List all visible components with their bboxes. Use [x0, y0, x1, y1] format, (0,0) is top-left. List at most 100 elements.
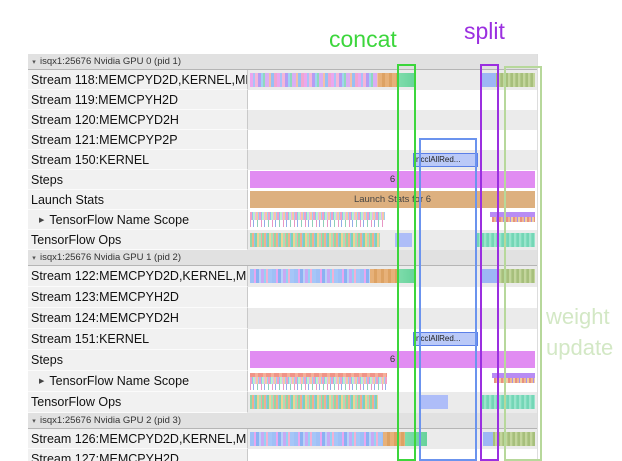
row-label-text: Stream 122:MEMCPYD2D,KERNEL,MI — [31, 269, 248, 283]
trace-event-segment[interactable] — [250, 384, 387, 390]
expand-arrow-icon[interactable]: ▶ — [39, 216, 45, 224]
row-label-steps: Steps — [28, 350, 248, 371]
steps-bar[interactable]: 6 — [250, 171, 535, 188]
row-label-stream: Stream 119:MEMCPYH2D — [28, 90, 248, 110]
row-timeline — [248, 429, 537, 449]
trace-event-segment[interactable] — [405, 432, 427, 446]
row-label-text: Launch Stats — [31, 192, 104, 207]
trace-event-segment[interactable] — [383, 432, 405, 446]
row-label-stream: Stream 127:MEMCPYH2D — [28, 449, 248, 461]
trace-event-segment[interactable] — [250, 395, 378, 409]
trace-event-segment[interactable] — [420, 395, 448, 409]
trace-event-segment[interactable] — [398, 269, 415, 283]
trace-row: TensorFlow Ops — [28, 392, 537, 413]
row-timeline — [248, 130, 537, 150]
row-label-stream: Stream 124:MEMCPYD2H — [28, 308, 248, 329]
nccl-region-box — [419, 138, 477, 461]
annotation-split-label: split — [464, 18, 505, 44]
row-timeline — [248, 287, 537, 308]
gpu-section-title: isqx1:25676 Nvidia GPU 2 (pid 3) — [40, 415, 181, 426]
row-label-text: Stream 118:MEMCPYD2D,KERNEL,ME — [31, 72, 248, 87]
steps-bar[interactable]: 6 — [250, 351, 535, 368]
trace-event-segment[interactable] — [250, 432, 383, 446]
trace-event-segment[interactable] — [250, 220, 385, 227]
trace-event-segment[interactable] — [250, 373, 387, 377]
trace-row: Stream 123:MEMCPYH2D — [28, 287, 537, 308]
trace-row: Stream 127:MEMCPYH2D — [28, 449, 537, 461]
row-label-ops: TensorFlow Ops — [28, 230, 248, 250]
trace-event-segment[interactable] — [250, 233, 380, 247]
row-label-namescope[interactable]: ▶ TensorFlow Name Scope — [28, 210, 248, 230]
nccl-allreduce-event-bar[interactable]: ncclAllRed... — [413, 153, 478, 167]
row-timeline — [248, 266, 537, 287]
row-label-text: Stream 151:KERNEL — [31, 332, 150, 346]
trace-row: TensorFlow Ops — [28, 230, 537, 250]
trace-event-segment[interactable] — [482, 73, 496, 87]
trace-event-segment[interactable] — [494, 378, 535, 383]
row-label-text: Stream 126:MEMCPYD2D,KERNEL,MI — [31, 431, 248, 446]
trace-event-segment[interactable] — [395, 233, 412, 247]
concat-region-box — [397, 64, 416, 461]
collapse-triangle-icon[interactable]: ▾ — [32, 254, 36, 262]
collapse-triangle-icon[interactable]: ▾ — [32, 417, 36, 425]
trace-event-segment[interactable] — [250, 73, 378, 87]
launch-stats-bar[interactable]: Launch Stats for 6 — [250, 191, 535, 208]
row-label-namescope[interactable]: ▶ TensorFlow Name Scope — [28, 371, 248, 392]
row-label-text: Stream 121:MEMCPYP2P — [31, 132, 178, 147]
collapse-triangle-icon[interactable]: ▾ — [32, 58, 36, 66]
trace-row: Launch Stats Launch Stats for 6 — [28, 190, 537, 210]
annotation-weight-update-label: weight update — [546, 304, 614, 360]
gpu-section-title: isqx1:25676 Nvidia GPU 0 (pid 1) — [40, 56, 181, 67]
trace-row: Stream 124:MEMCPYD2H — [28, 308, 537, 329]
trace-event-segment[interactable] — [493, 432, 535, 446]
trace-event-segment[interactable] — [492, 217, 535, 222]
trace-row: Stream 119:MEMCPYH2D — [28, 90, 537, 110]
row-label-text: TensorFlow Name Scope — [49, 212, 190, 227]
name-scope-bar[interactable] — [492, 373, 535, 378]
trace-event-segment[interactable] — [250, 269, 370, 283]
trace-event-segment[interactable] — [370, 269, 398, 283]
row-label-text: Steps — [31, 353, 63, 367]
name-scope-bar[interactable] — [490, 212, 535, 217]
row-label-text: TensorFlow Ops — [31, 232, 122, 247]
trace-row: Steps 6 — [28, 350, 537, 371]
row-timeline — [248, 371, 537, 392]
trace-event-segment[interactable] — [399, 73, 416, 87]
trace-event-segment[interactable] — [378, 73, 399, 87]
row-label-text: TensorFlow Name Scope — [49, 374, 190, 388]
row-label-stream: Stream 123:MEMCPYH2D — [28, 287, 248, 308]
trace-row: Stream 121:MEMCPYP2P — [28, 130, 537, 150]
row-timeline — [248, 230, 537, 250]
row-label-stream: Stream 120:MEMCPYD2H — [28, 110, 248, 130]
trace-row: Stream 118:MEMCPYD2D,KERNEL,ME — [28, 70, 537, 90]
annotation-concat-label: concat — [329, 26, 397, 52]
row-label-stream: Stream 122:MEMCPYD2D,KERNEL,MI — [28, 266, 248, 287]
row-label-text: Stream 127:MEMCPYH2D — [31, 451, 179, 461]
trace-event-segment[interactable] — [477, 233, 535, 247]
row-timeline — [248, 392, 537, 413]
gpu-section-header[interactable]: ▾ isqx1:25676 Nvidia GPU 2 (pid 3) — [28, 413, 537, 429]
row-label-text: Stream 123:MEMCPYH2D — [31, 290, 179, 304]
row-label-launch: Launch Stats — [28, 190, 248, 210]
split-region-box — [480, 64, 499, 461]
gpu-section-header[interactable]: ▾isqx1:25676 Nvidia GPU 1 (pid 2) — [28, 250, 537, 266]
trace-event-segment[interactable] — [483, 432, 493, 446]
row-timeline: 6 — [248, 350, 537, 371]
expand-arrow-icon[interactable]: ▶ — [39, 378, 45, 385]
trace-event-segment[interactable] — [497, 269, 535, 283]
row-timeline — [248, 90, 537, 110]
row-label-stream: Stream 118:MEMCPYD2D,KERNEL,ME — [28, 70, 248, 90]
trace-event-segment[interactable] — [250, 212, 385, 220]
gpu-section-header[interactable]: ▾ isqx1:25676 Nvidia GPU 0 (pid 1) — [28, 54, 537, 70]
row-timeline: ncclAllRed... — [248, 150, 537, 170]
trace-row: Stream 126:MEMCPYD2D,KERNEL,MI — [28, 429, 537, 449]
nccl-allreduce-event-bar[interactable]: ncclAllRed... — [413, 332, 478, 346]
row-label-text: TensorFlow Ops — [31, 395, 122, 409]
trace-row: Stream 122:MEMCPYD2D,KERNEL,MI — [28, 266, 537, 287]
trace-event-segment[interactable] — [482, 395, 535, 409]
trace-event-segment[interactable] — [250, 377, 387, 384]
trace-event-segment[interactable] — [482, 269, 497, 283]
